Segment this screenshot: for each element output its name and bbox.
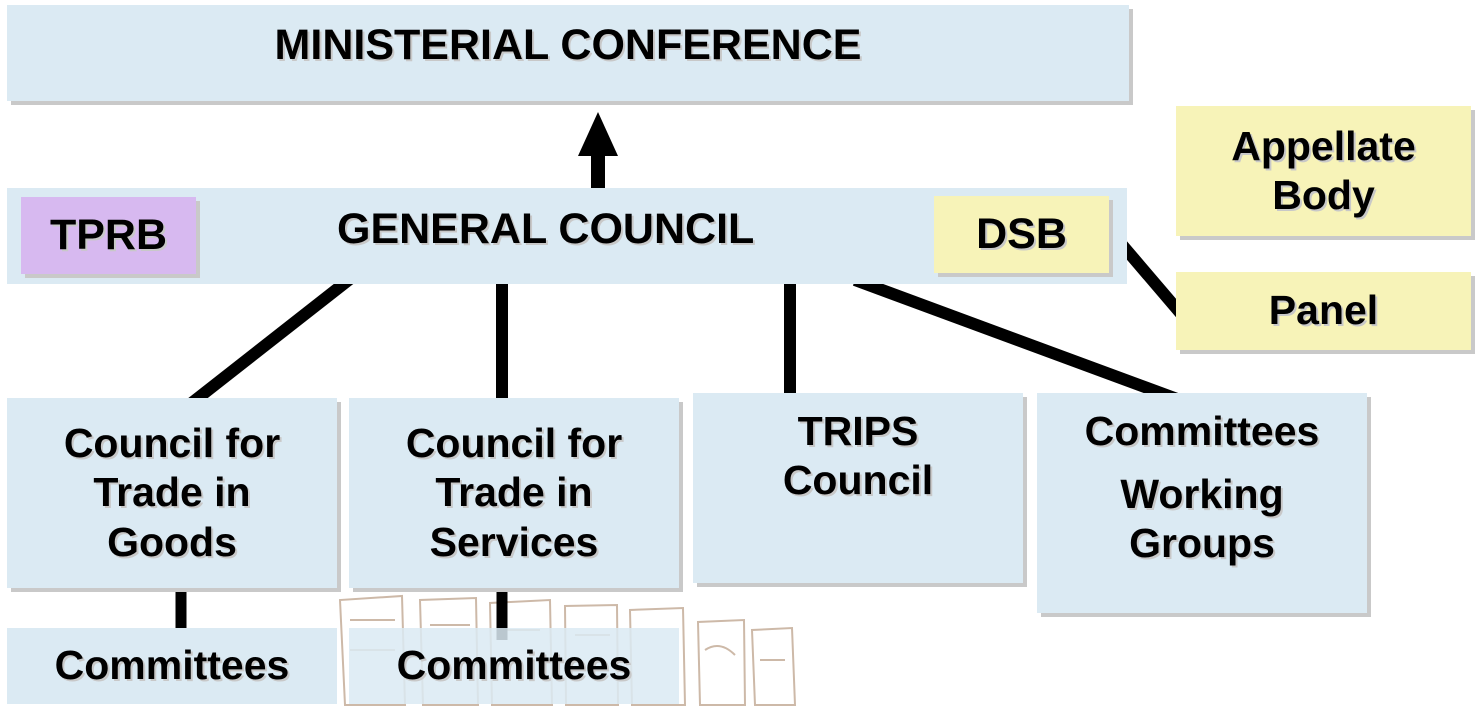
tprb-box: TPRB bbox=[21, 197, 196, 274]
council-services-line-1: Council for bbox=[405, 420, 623, 467]
committees-services-label: Committees bbox=[396, 642, 632, 689]
dsb-box: DSB bbox=[934, 196, 1109, 273]
council-services-line-2: Trade in bbox=[435, 469, 593, 516]
committees-goods-label: Committees bbox=[54, 642, 290, 689]
council-services-line-3: Services bbox=[429, 518, 599, 565]
council-goods-line-3: Goods bbox=[107, 518, 237, 565]
appellate-body-line-1: Appellate bbox=[1231, 122, 1416, 169]
committees-working-groups-box: Committees Working Groups bbox=[1037, 393, 1367, 613]
appellate-body-box: Appellate Body bbox=[1176, 106, 1471, 236]
working-groups-line-1: Working bbox=[1120, 471, 1284, 518]
connector-gc-to-committees bbox=[852, 274, 1191, 409]
working-groups-line-2: Groups bbox=[1129, 520, 1275, 567]
panel-box: Panel bbox=[1176, 272, 1471, 350]
council-goods-box: Council for Trade in Goods bbox=[7, 398, 337, 588]
trips-council-box: TRIPS Council bbox=[693, 393, 1023, 583]
panel-label: Panel bbox=[1268, 287, 1379, 334]
ministerial-conference-box: MINISTERIAL CONFERENCE bbox=[7, 5, 1129, 101]
trips-council-line-1: TRIPS bbox=[797, 408, 919, 454]
trips-council-line-2: Council bbox=[782, 457, 934, 504]
tprb-label: TPRB bbox=[49, 210, 168, 259]
general-council-label: GENERAL COUNCIL bbox=[337, 205, 755, 253]
council-services-box: Council for Trade in Services bbox=[349, 398, 679, 588]
appellate-body-line-2: Body bbox=[1272, 172, 1375, 218]
ministerial-conference-label: MINISTERIAL CONFERENCE bbox=[274, 21, 862, 70]
committees-goods-box: Committees bbox=[7, 628, 337, 704]
council-goods-line-1: Council for bbox=[63, 420, 281, 467]
committees-label: Committees bbox=[1084, 408, 1320, 454]
dsb-label: DSB bbox=[976, 209, 1067, 258]
arrow-head-up-icon bbox=[578, 112, 618, 156]
council-goods-line-2: Trade in bbox=[93, 469, 251, 516]
committees-services-box: Committees bbox=[349, 628, 679, 704]
